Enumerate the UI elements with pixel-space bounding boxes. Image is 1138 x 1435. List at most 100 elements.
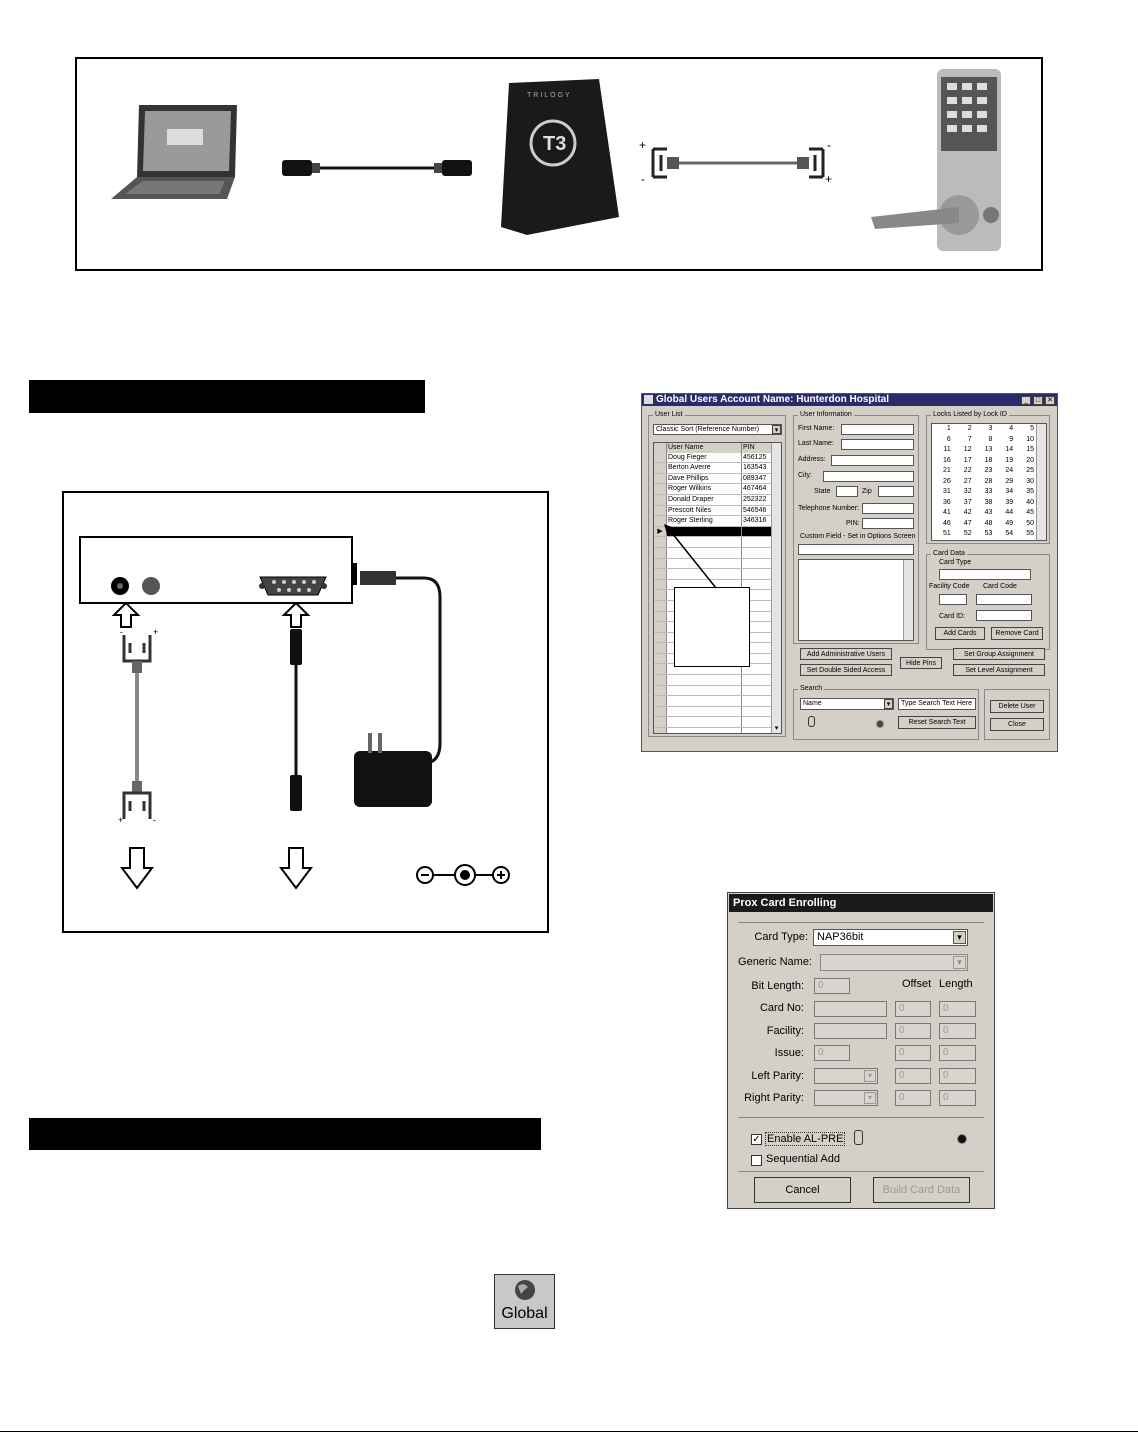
lock-id-cell[interactable]: 11 [943, 446, 951, 453]
row-selector[interactable] [654, 685, 667, 696]
lock-id-cell[interactable]: 37 [963, 498, 972, 506]
card-no-field[interactable] [814, 1001, 887, 1017]
row-selector[interactable] [654, 675, 667, 685]
lock-id-cell[interactable]: 43 [984, 509, 993, 516]
row-selector[interactable] [654, 484, 667, 494]
chevron-down-icon[interactable]: ▾ [864, 1092, 876, 1104]
remove-card-button[interactable]: Remove Card [991, 627, 1043, 640]
enable-alpre-checkbox[interactable]: ✓ [751, 1134, 762, 1145]
chevron-down-icon[interactable]: ▾ [864, 1070, 876, 1082]
lock-id-cell[interactable]: 19 [1005, 456, 1014, 464]
add-admin-users-button[interactable]: Add Administrative Users [800, 648, 892, 660]
card-type-dropdown[interactable]: NAP36bit ▾ [813, 929, 968, 946]
row-selector[interactable] [654, 653, 667, 664]
row-selector[interactable] [654, 611, 667, 622]
lock-id-cell[interactable]: 50 [1026, 519, 1034, 527]
card-type-field[interactable] [939, 569, 1031, 580]
lock-id-cell[interactable]: 18 [984, 456, 993, 464]
right-parity-dropdown[interactable]: ▾ [814, 1090, 878, 1106]
lock-id-cell[interactable]: 12 [963, 446, 972, 453]
lock-id-cell[interactable]: 26 [943, 477, 951, 485]
lock-id-cell[interactable]: 20 [1026, 456, 1034, 464]
row-selector[interactable] [654, 728, 667, 733]
row-selector[interactable] [654, 473, 667, 484]
row-selector[interactable] [654, 717, 667, 728]
lock-id-cell[interactable]: 28 [984, 477, 993, 485]
lock-id-cell[interactable]: 23 [984, 467, 993, 474]
lock-id-cell[interactable]: 8 [988, 435, 993, 443]
table-row[interactable] [654, 675, 781, 686]
table-row[interactable] [654, 706, 781, 718]
close-window-button[interactable]: ✕ [1045, 396, 1055, 405]
zip-field[interactable] [878, 486, 914, 497]
lock-id-cell[interactable]: 25 [1026, 467, 1034, 474]
chevron-down-icon[interactable]: ▾ [884, 699, 893, 709]
pin-field[interactable] [862, 518, 914, 529]
lock-id-cell[interactable]: 4 [1009, 425, 1014, 432]
table-row[interactable] [654, 664, 781, 676]
reset-search-button[interactable]: Reset Search Text [898, 716, 976, 729]
last-name-field[interactable] [841, 439, 914, 450]
lock-id-cell[interactable]: 42 [963, 509, 972, 516]
lock-id-cell[interactable]: 54 [1005, 530, 1014, 537]
state-field[interactable] [836, 486, 858, 497]
lock-id-cell[interactable]: 7 [967, 435, 972, 443]
lock-id-cell[interactable]: 24 [1005, 467, 1014, 474]
card-id-field[interactable] [976, 610, 1032, 621]
lock-id-cell[interactable]: 10 [1026, 435, 1034, 443]
lock-id-cell[interactable]: 16 [943, 456, 951, 464]
row-selector[interactable] [654, 632, 667, 643]
minimize-button[interactable]: _ [1021, 396, 1031, 405]
first-name-field[interactable] [841, 424, 914, 435]
right-parity-offset-field[interactable]: 0 [895, 1090, 931, 1106]
table-row[interactable] [654, 696, 781, 707]
lock-id-cell[interactable]: 32 [963, 488, 972, 495]
lock-id-cell[interactable]: 33 [984, 488, 993, 495]
lock-id-cell[interactable]: 27 [963, 477, 972, 485]
row-selector[interactable] [654, 590, 667, 600]
lock-id-cell[interactable]: 1 [946, 425, 951, 432]
issue-field[interactable]: 0 [814, 1045, 850, 1061]
card-code-field[interactable] [976, 594, 1032, 605]
address-field[interactable] [831, 455, 914, 466]
lock-id-cell[interactable]: 13 [984, 446, 993, 453]
lock-id-cell[interactable]: 31 [943, 488, 951, 495]
build-card-data-button[interactable]: Build Card Data [873, 1177, 970, 1203]
card-no-length-field[interactable]: 0 [939, 1001, 976, 1017]
row-selector[interactable] [654, 547, 667, 558]
city-field[interactable] [823, 471, 914, 482]
lock-id-cell[interactable]: 45 [1026, 509, 1034, 516]
search-text-input[interactable]: Type Search Text Here [898, 698, 976, 710]
row-selector[interactable] [654, 505, 667, 516]
lock-id-cell[interactable]: 39 [1005, 498, 1014, 506]
lock-id-cell[interactable]: 6 [946, 435, 951, 443]
set-double-sided-button[interactable]: Set Double Sided Access [800, 664, 892, 676]
issue-offset-field[interactable]: 0 [895, 1045, 931, 1061]
row-selector[interactable] [654, 558, 667, 569]
bit-length-field[interactable]: 0 [814, 978, 850, 994]
lock-id-cell[interactable]: 21 [943, 467, 951, 474]
maximize-button[interactable]: □ [1033, 396, 1043, 405]
cancel-button[interactable]: Cancel [754, 1177, 851, 1203]
row-selector[interactable] [654, 622, 667, 632]
row-selector[interactable] [654, 579, 667, 590]
table-row[interactable] [654, 717, 781, 729]
lock-id-cell[interactable]: 49 [1005, 519, 1014, 527]
table-row[interactable] [654, 728, 781, 733]
chevron-down-icon[interactable]: ▾ [953, 931, 966, 944]
table-row[interactable] [654, 569, 781, 580]
facility-code-field[interactable] [939, 594, 967, 605]
lock-id-cell[interactable]: 22 [963, 467, 972, 474]
row-selector[interactable] [654, 706, 667, 717]
chevron-down-icon[interactable]: ▾ [953, 956, 966, 969]
lock-id-cell[interactable]: 9 [1009, 435, 1014, 443]
lock-id-cell[interactable]: 44 [1005, 509, 1014, 516]
notes-textarea[interactable] [798, 559, 914, 641]
row-selector[interactable] [654, 452, 667, 463]
lock-id-cell[interactable]: 29 [1005, 477, 1014, 485]
